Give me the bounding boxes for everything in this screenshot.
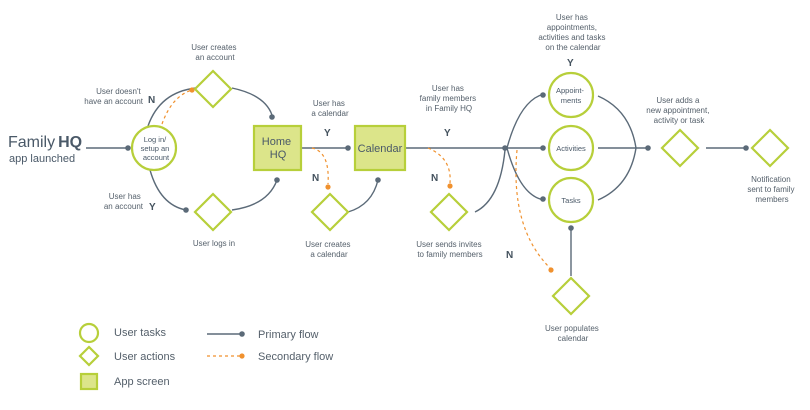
edge-login-create-account-secondary [161,89,193,125]
edge-dot [325,184,331,190]
label-notification-sent: Notification sent to family members [747,175,796,204]
label-user-has-calendar: User has a calendar [311,99,349,118]
legend-screen-square-icon [79,372,99,391]
logs-in-action-node [193,192,233,232]
edge-trunk-appointments [506,93,545,149]
edge-dot [375,177,381,183]
legend-task-circle-icon [78,322,100,344]
edge-dot [548,267,554,273]
edge-dot [540,196,546,202]
activities-label: Activities [556,144,586,153]
activities-task-node [547,124,595,172]
no-label-tasks: N [506,250,513,261]
edge-trunk-populates [515,149,551,269]
edge-dot [568,225,574,231]
edge-create-account-home [231,87,273,116]
login-task-label: Log in/ setup an account [141,135,172,162]
legend-action-diamond-icon [78,345,100,367]
no-label-login: N [148,95,155,106]
edge-dot [189,87,195,93]
legend: User tasks User actions App screen Prima… [78,322,333,391]
edge-dot [540,92,546,98]
appointments-task-node [547,71,595,119]
label-user-has-account: User has an account [104,192,144,211]
edge-dot [502,145,508,151]
appointments-label: Appoint- ments [556,86,586,105]
edge-appointments-out [597,95,637,149]
create-calendar-action-node [310,192,350,232]
edge-logs-in-home [231,179,278,211]
edge-dot [183,207,189,213]
edge-login-create-account [147,87,197,127]
legend-user-actions: User actions [114,351,176,363]
notification-action-node [750,128,790,168]
edge-tasks-out [597,147,637,201]
edge-dot [645,145,651,151]
title-subtitle: app launched [9,153,75,165]
label-user-adds-new: User adds a new appointment, activity or… [646,96,711,125]
edge-dot [274,177,280,183]
calendar-label: Calendar [358,143,403,155]
populates-calendar-action-node [551,276,591,316]
no-label-home: N [312,173,319,184]
legend-primary-dot [239,331,245,337]
no-label-calendar: N [431,173,438,184]
legend-secondary-flow: Secondary flow [258,351,333,363]
secondary-flow-lines [161,87,554,273]
login-task-node [130,124,178,172]
send-invites-action-node [429,192,469,232]
label-user-logs-in: User logs in [193,239,235,248]
create-account-action-node [193,69,233,109]
yes-label-home: Y [324,128,331,139]
label-user-has-family: User has family members in Family HQ [420,84,479,113]
label-user-creates-account: User creates an account [191,43,239,62]
label-user-doesnt-have-account: User doesn't have an account [84,87,143,106]
edge-dot [743,145,749,151]
home-hq-screen-node [252,124,303,172]
edge-dot [447,183,453,189]
legend-app-screen: App screen [114,376,170,388]
yes-label-tasks: Y [567,58,574,69]
tasks-label: Tasks [561,196,580,205]
edge-invites-trunk [474,149,506,213]
edge-create-calendar-calendar [347,179,379,213]
calendar-screen-node [353,124,407,172]
home-hq-label: Home HQ [262,136,294,161]
label-user-has-appointments: User has appointments, activities and ta… [538,13,607,52]
label-user-creates-calendar: User creates a calendar [305,240,353,259]
label-user-populates-calendar: User populates calendar [545,324,601,343]
edge-dot [540,145,546,151]
label-user-sends-invites: User sends invites to family members [416,240,484,259]
edge-home-create-calendar [311,147,329,185]
edge-login-logs-in [149,169,187,211]
tasks-task-node [547,176,595,224]
yes-label-calendar: Y [444,128,451,139]
legend-secondary-dot [239,353,245,359]
edge-dot [345,145,351,151]
add-item-action-node [660,128,700,168]
legend-user-tasks: User tasks [114,327,166,339]
edge-dot [269,114,275,120]
edge-trunk-tasks [506,147,545,201]
yes-label-login: Y [149,202,156,213]
edge-dot [125,145,131,151]
primary-flow-lines [86,87,749,276]
legend-primary-flow: Primary flow [258,329,319,341]
